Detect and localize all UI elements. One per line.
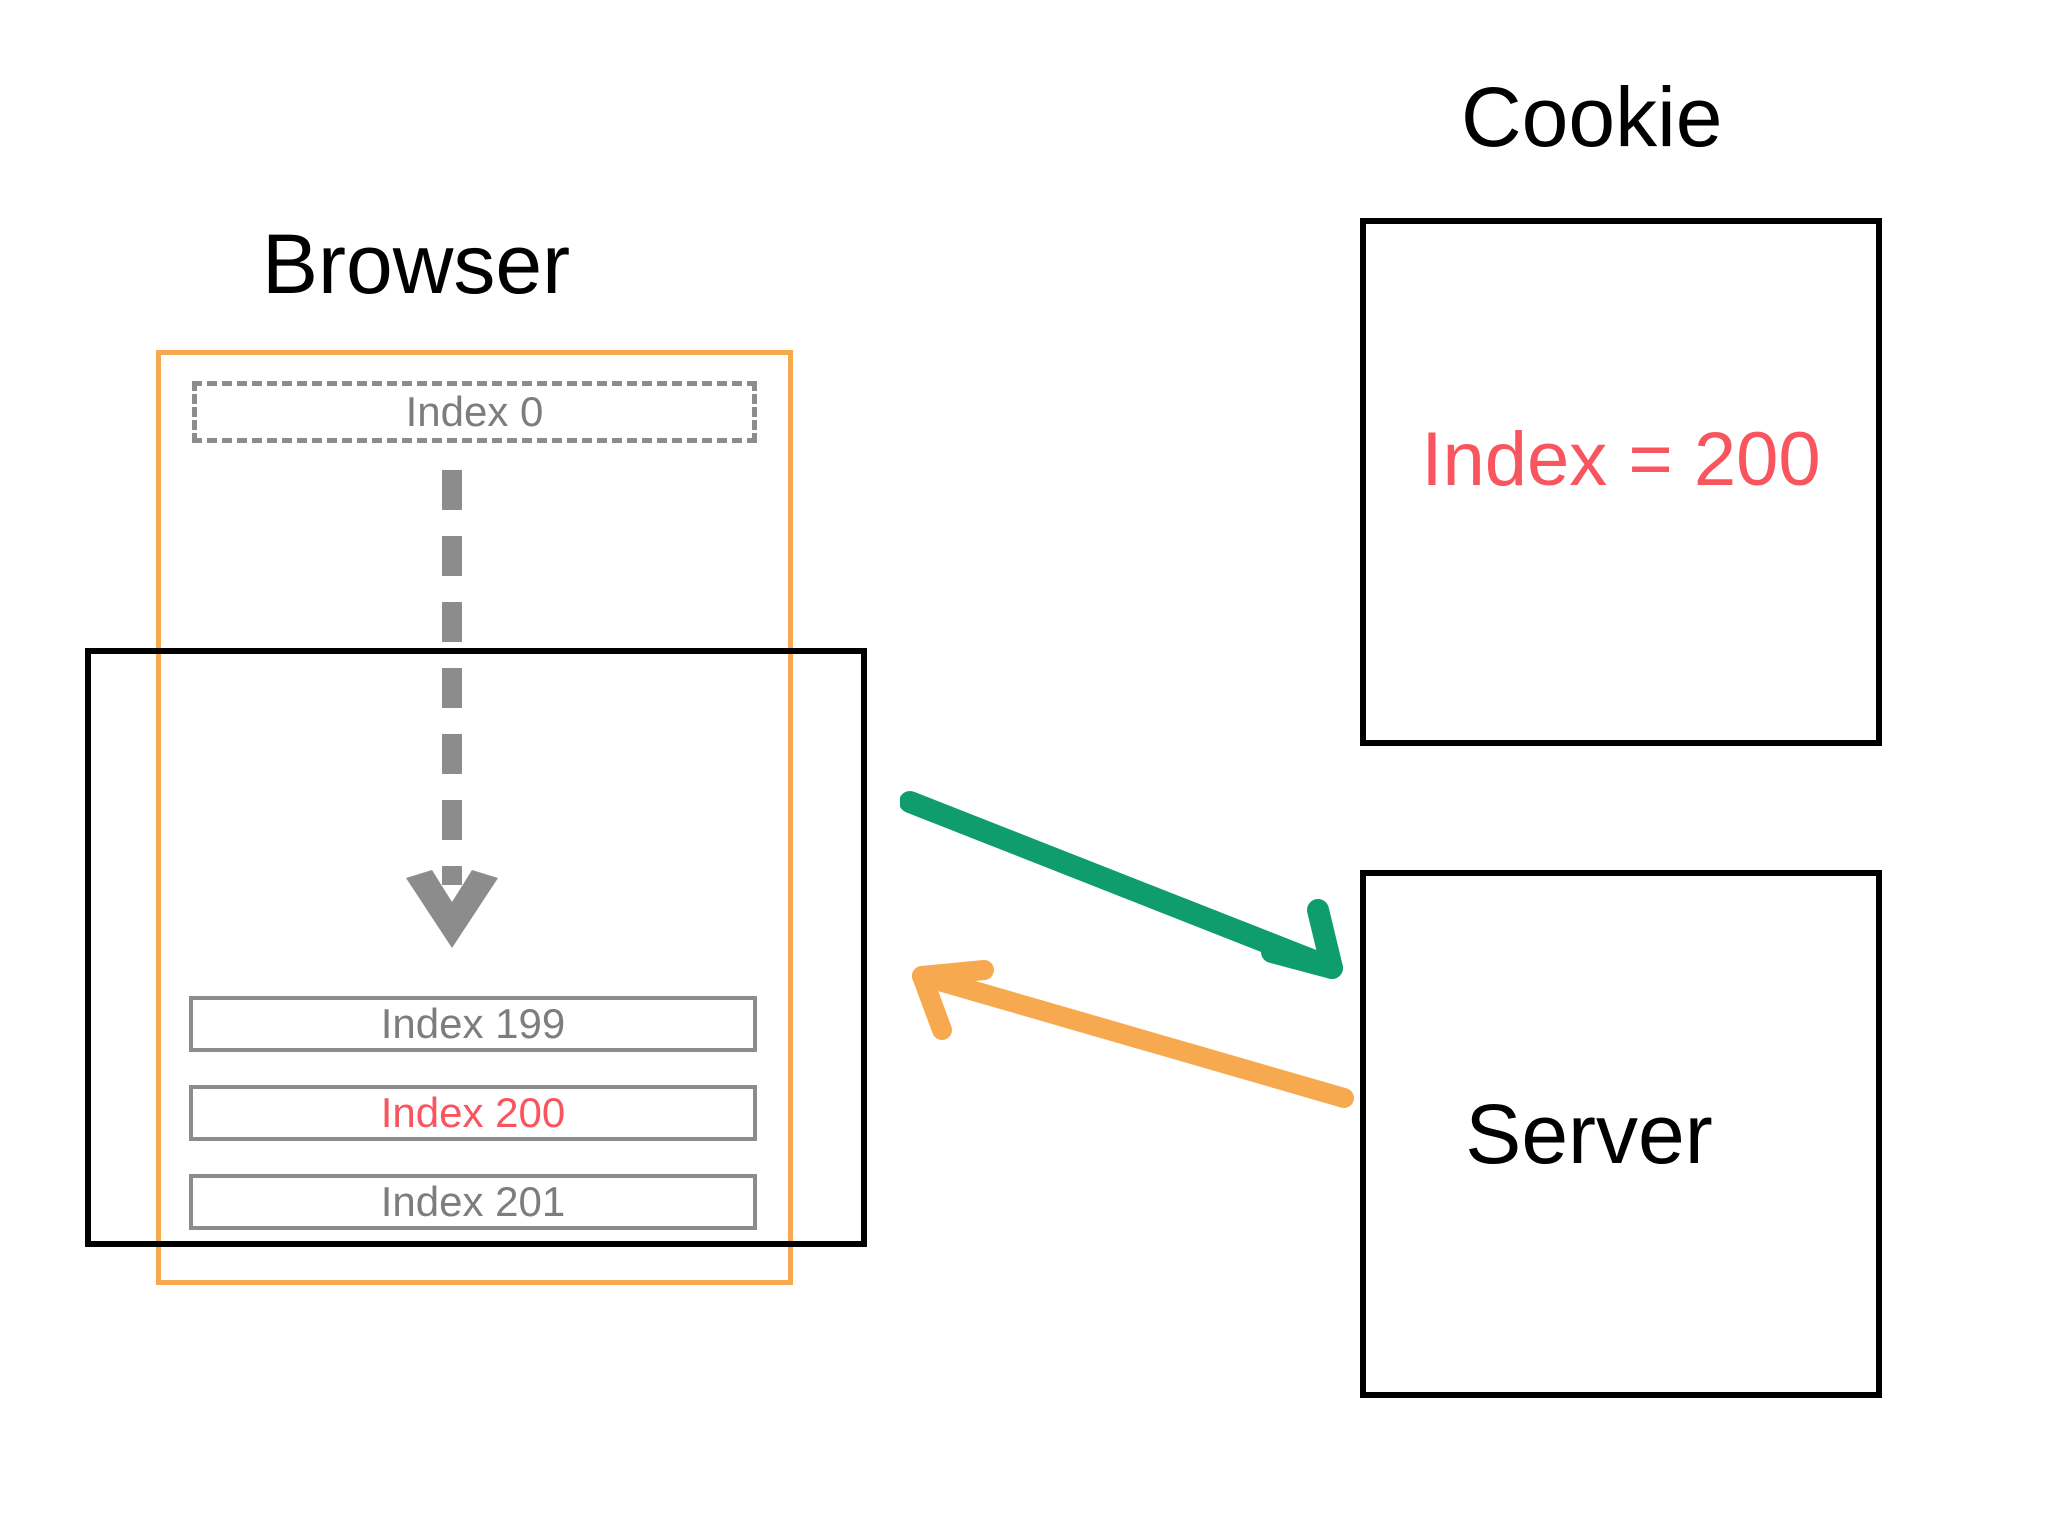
list-item-label: Index 0 (399, 391, 550, 433)
list-item-index-0[interactable]: Index 0 (192, 381, 757, 443)
browser-viewport-frame (85, 648, 867, 1247)
scroll-down-arrow (392, 470, 512, 970)
cookie-box: Index = 200 (1360, 218, 1882, 746)
browser-virtual-list-frame (156, 350, 793, 1285)
list-item-index-199[interactable]: Index 199 (189, 996, 757, 1052)
browser-title: Browser (262, 217, 571, 311)
cookie-value: Index = 200 (1421, 417, 1821, 502)
transport-arrows-group (899, 780, 1380, 1110)
list-item-index-201[interactable]: Index 201 (189, 1174, 757, 1230)
cookie-title: Cookie (1461, 70, 1723, 164)
list-item-label: Index 200 (380, 1089, 566, 1136)
browser-to-server-arrow (899, 791, 1343, 979)
server-label: Server (1465, 1087, 1713, 1181)
list-item-label: Index 201 (380, 1178, 566, 1225)
list-item-label: Index 199 (380, 1000, 566, 1047)
list-item-index-200[interactable]: Index 200 (189, 1085, 757, 1141)
server-to-browser-arrow (912, 960, 1354, 1108)
server-box: Server (1360, 870, 1882, 1398)
